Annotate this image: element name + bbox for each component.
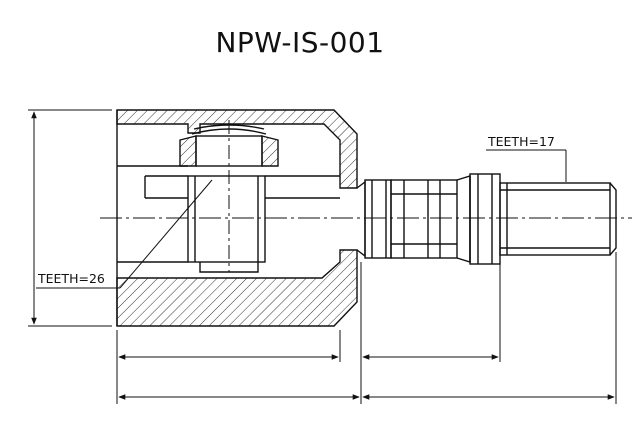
spider-body xyxy=(187,175,266,263)
shaft xyxy=(356,173,617,265)
dimensions xyxy=(28,109,617,404)
shaft-collar xyxy=(364,179,392,259)
teeth-outer-label: TEETH=17 xyxy=(487,134,555,149)
teeth-inner-label: TEETH=26 xyxy=(37,271,105,286)
spline-end xyxy=(499,182,611,256)
annotations xyxy=(36,149,567,289)
page-title: NPW-IS-001 xyxy=(215,26,385,59)
housing-top-wall xyxy=(116,109,358,189)
roller-left-hatch xyxy=(179,135,197,167)
roller-right-hatch xyxy=(261,135,279,167)
housing xyxy=(116,109,358,327)
tripod-spider xyxy=(179,120,279,273)
